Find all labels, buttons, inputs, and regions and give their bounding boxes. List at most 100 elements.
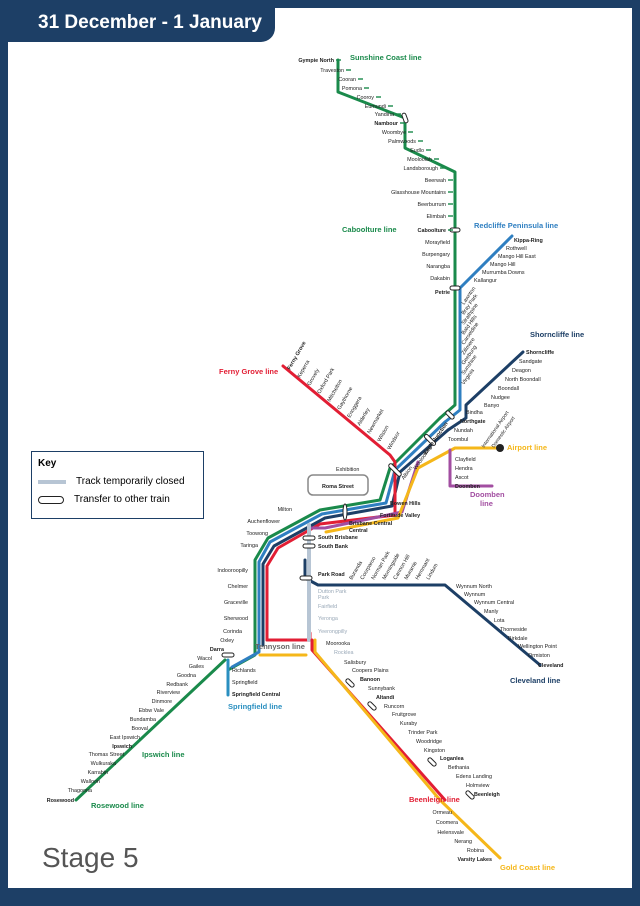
station-label: Woodridge [416, 739, 442, 745]
line-label-redcliffe: Redcliffe Peninsula line [474, 221, 558, 230]
station-label: Springfield Central [232, 692, 281, 698]
station-label: Mango Hill [490, 262, 515, 268]
station-label: Landsborough [404, 166, 438, 172]
station-label: Karrabin [88, 770, 108, 776]
station-label: Eudlo [410, 148, 424, 154]
station-label: Wulkuraka [91, 761, 116, 767]
station-label: Ormeau [433, 810, 452, 816]
station-label: Redbank [166, 682, 188, 688]
station-label: Dinmore [152, 699, 172, 705]
line-label-ipswich: Ipswich line [142, 750, 185, 759]
station-label: Alderley [357, 407, 372, 427]
station-label: Narangba [426, 264, 450, 270]
station-label: Taringa [240, 543, 258, 549]
station-label: Bowen Hills [390, 501, 421, 507]
station-label: Roma Street [322, 484, 354, 490]
line-label-doomben-2: line [480, 499, 493, 508]
station-label: Oxley [220, 638, 234, 644]
station-label: Murrumba Downs [482, 270, 525, 276]
gold-coast-line [313, 638, 502, 860]
rail-lines [74, 58, 542, 860]
line-label-rosewood: Rosewood line [91, 801, 144, 810]
transfer-park-road [299, 575, 313, 581]
station-label: Thorneside [500, 627, 527, 633]
station-label: Eumundi [365, 104, 386, 110]
station-label: Helensvale [437, 830, 464, 836]
station-label: Dutton Park [318, 589, 347, 595]
station-label: Loganlea [440, 756, 465, 762]
station-label: Nerang [454, 839, 472, 845]
station-label: Palmwoods [388, 139, 416, 145]
station-label: Keperra [297, 359, 312, 379]
station-label: Fruitgrove [392, 712, 416, 718]
station-label: Thomas Street [89, 752, 125, 758]
station-label: East Ipswich [110, 735, 140, 741]
station-label: Chelmer [228, 584, 249, 590]
transfer-loganlea [427, 757, 437, 767]
station-label: Exhibition [336, 467, 359, 473]
station-label: Park Road [318, 572, 345, 578]
station-label: Wynnum [464, 592, 486, 598]
station-label: Nundah [454, 428, 473, 434]
map-frame [8, 8, 632, 888]
station-label: Mango Hill East [498, 254, 536, 260]
station-label: Dakabin [430, 276, 450, 282]
station-label: Caboolture [418, 228, 446, 234]
line-label-sunshine-coast: Sunshine Coast line [350, 53, 422, 62]
station-label: Burpengary [422, 252, 450, 258]
station-label: Kingston [424, 748, 445, 754]
station-label: Fortitude Valley [380, 513, 420, 519]
line-label-shorncliffe: Shorncliffe line [530, 330, 584, 339]
key-title: Key [38, 458, 57, 469]
transfer-darra [221, 652, 235, 658]
transfer-beenleigh [465, 790, 475, 800]
station-label: Runcorn [384, 704, 404, 710]
stage-label: Stage 5 [42, 842, 139, 873]
station-label: Trinder Park [408, 730, 438, 736]
station-label: Nudgee [491, 395, 510, 401]
station-label: Petrie [435, 290, 450, 296]
station-label: Grovely [307, 368, 322, 387]
station-label: Robina [467, 848, 484, 854]
station-label: Pomona [342, 86, 362, 92]
station-label: South Brisbane [318, 535, 358, 541]
station-label: Ormiston [528, 653, 550, 659]
station-label: Sherwood [224, 616, 248, 622]
station-label: Richlands [232, 668, 256, 674]
line-label-tennyson: Tennyson line [255, 642, 305, 651]
station-label: Clayfield [455, 457, 476, 463]
station-label: Graceville [224, 600, 248, 606]
shorncliffe-line [446, 350, 525, 432]
station-label: Park [318, 595, 329, 601]
transfer-altandi [367, 701, 377, 711]
station-label: Darra [210, 647, 225, 653]
station-label: Cleveland [538, 663, 563, 669]
station-label: Toowong [246, 531, 268, 537]
station-label: Shorncliffe [526, 350, 554, 356]
station-label: Traveston [320, 68, 344, 74]
line-label-gold-coast: Gold Coast line [500, 863, 555, 872]
station-label: Thagoona [68, 788, 92, 794]
station-label: Elimbah [427, 214, 446, 220]
station-label: Northgate [460, 419, 485, 425]
station-label: Bethania [448, 765, 469, 771]
map-key: Key Track temporarily closed Transfer to… [31, 451, 204, 519]
station-label: Wacol [197, 656, 212, 662]
doomben-line [448, 448, 494, 488]
station-label: Springfield [232, 680, 257, 686]
station-label: Wynnum North [456, 584, 492, 590]
station-label: Gailes [189, 664, 205, 670]
station-label: Yeerongpilly [318, 629, 347, 635]
station-label: Wellington Point [518, 644, 557, 650]
transfer-petrie [449, 285, 461, 291]
transfer-bowen-hills [388, 463, 402, 477]
station-label: Salisbury [344, 660, 366, 666]
date-header: 31 December - 1 January [8, 8, 275, 42]
station-label: Manly [484, 609, 499, 615]
station-label: Goodna [177, 673, 196, 679]
station-label: Riverview [157, 690, 180, 696]
station-label: Beenleigh [474, 792, 500, 798]
station-label: Corinda [223, 629, 242, 635]
station-label: Indooroopilly [217, 568, 248, 574]
station-label: Birkdale [508, 636, 527, 642]
